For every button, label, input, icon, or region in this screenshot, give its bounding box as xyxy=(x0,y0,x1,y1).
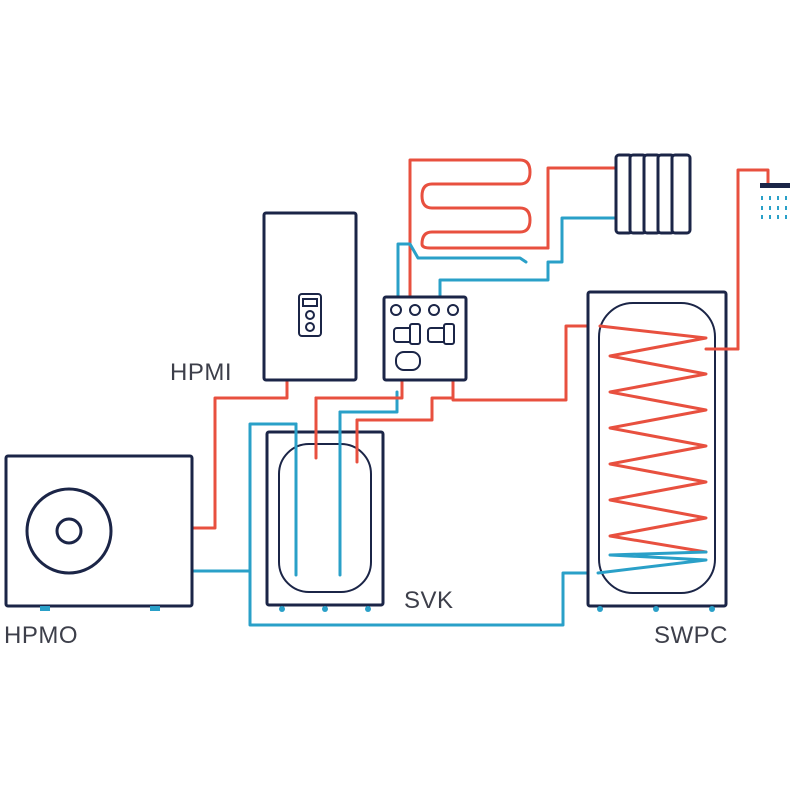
pump-icon xyxy=(393,323,455,371)
swpc-coil xyxy=(598,324,708,554)
shower-icon xyxy=(760,183,790,219)
mixer-swpc-hot-pipe xyxy=(451,324,602,402)
hpmo-foot xyxy=(150,606,160,611)
underfloor-return-pipe xyxy=(396,242,528,302)
underfloor-coil xyxy=(408,158,550,302)
hpmo-foot xyxy=(40,606,50,611)
hpmi-indoor-unit xyxy=(262,211,358,382)
swpc-dhw-cylinder xyxy=(586,290,728,612)
swpc-label: SWPC xyxy=(654,622,728,649)
hpmo-flow-pipe xyxy=(190,378,289,530)
svk-label: SVK xyxy=(404,587,454,614)
underfloor-heating-icon xyxy=(410,150,536,250)
hpmo-label: HPMO xyxy=(4,622,78,649)
mixing-station xyxy=(382,295,468,382)
radiator-icon xyxy=(614,153,692,235)
radiator-supply-pipe xyxy=(546,166,618,250)
hpmo-return-pipe xyxy=(190,422,298,573)
radiator-return-pipe xyxy=(438,216,618,302)
hpmi-label: HPMI xyxy=(170,359,232,386)
svk-buffer-tank xyxy=(265,430,385,612)
hpmo-outdoor-unit xyxy=(4,454,194,611)
mixer-down-red xyxy=(314,378,404,400)
